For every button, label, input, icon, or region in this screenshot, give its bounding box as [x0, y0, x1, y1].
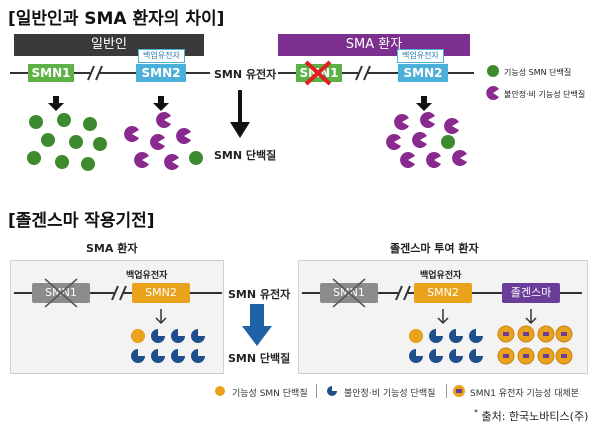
- bottom-section-title: [졸겐스마 작용기전]: [8, 211, 155, 231]
- legend-nonfunctional-icon: [486, 86, 499, 100]
- smn-gene-label: SMN 유전자: [228, 288, 291, 301]
- zolgensma-gene: 졸겐스마: [502, 283, 560, 303]
- source-text: 출처: 한국노바티스(주): [481, 410, 589, 423]
- backup-gene-tag: 백업유전자: [397, 49, 444, 63]
- legend-replacement-icon: [453, 385, 465, 397]
- smn2-gene: SMN2: [136, 64, 186, 82]
- smn-protein-label: SMN 단백질: [214, 149, 277, 162]
- nonfunctional-protein-cluster: [124, 112, 203, 170]
- smn-protein-label: SMN 단백질: [228, 352, 291, 365]
- cross-icon: [332, 278, 366, 308]
- legend-functional-icon: [215, 386, 225, 396]
- break-mark: [355, 65, 371, 81]
- small-down-arrow-icon: [437, 309, 449, 325]
- smn2-gene: SMN2: [398, 64, 448, 82]
- smn1-gene: SMN1: [28, 64, 74, 82]
- left-panel-title: SMA 환자: [86, 242, 138, 255]
- asterisk-icon: *: [474, 408, 478, 417]
- smn-gene-label: SMN 유전자: [214, 68, 277, 81]
- small-down-arrow-icon: [153, 96, 169, 111]
- legend-replacement-label: SMN1 유전자 기능성 대체본: [470, 389, 580, 399]
- dna-line: [408, 292, 582, 294]
- top-section-title: [일반인과 SMA 환자의 차이]: [8, 9, 225, 29]
- break-mark: [395, 285, 411, 301]
- down-arrow-icon: [230, 90, 250, 138]
- source-note: * 출처: 한국노바티스(주): [474, 408, 588, 424]
- backup-gene-label: 백업유전자: [420, 271, 462, 281]
- functional-protein-cluster: [27, 113, 107, 171]
- legend-nonfunctional-icon: [327, 386, 337, 396]
- legend-nonfunctional-label: 불안정·비 기능성 단백질: [504, 90, 586, 99]
- smn2-gene: SMN2: [132, 283, 190, 303]
- cross-icon: [44, 278, 78, 308]
- small-down-arrow-icon: [416, 96, 432, 111]
- legend-functional-label: 기능성 SMN 단백질: [504, 68, 572, 77]
- legend-functional-label: 기능성 SMN 단백질: [232, 389, 308, 399]
- break-mark: [111, 285, 127, 301]
- smn2-gene: SMN2: [414, 283, 472, 303]
- sma-protein-cluster: [386, 112, 467, 168]
- small-down-arrow-icon: [525, 309, 537, 325]
- legend-divider: [446, 384, 447, 398]
- zolgensma-protein-cluster: [497, 325, 573, 365]
- backup-gene-label: 백업유전자: [126, 271, 168, 281]
- blue-down-arrow-icon: [242, 304, 272, 346]
- cross-icon: [304, 60, 332, 86]
- left-protein-cluster: [131, 329, 205, 363]
- right-panel-title: 졸겐스마 투여 환자: [390, 242, 479, 255]
- legend-nonfunctional-label: 불안정·비 기능성 단백질: [344, 389, 436, 399]
- legend-divider: [316, 384, 317, 398]
- legend-functional-icon: [487, 65, 499, 77]
- small-down-arrow-icon: [48, 96, 64, 111]
- small-down-arrow-icon: [155, 309, 167, 325]
- backup-gene-tag: 백업유전자: [138, 49, 185, 63]
- right-smn2-protein-cluster: [409, 329, 483, 363]
- break-mark: [87, 65, 103, 81]
